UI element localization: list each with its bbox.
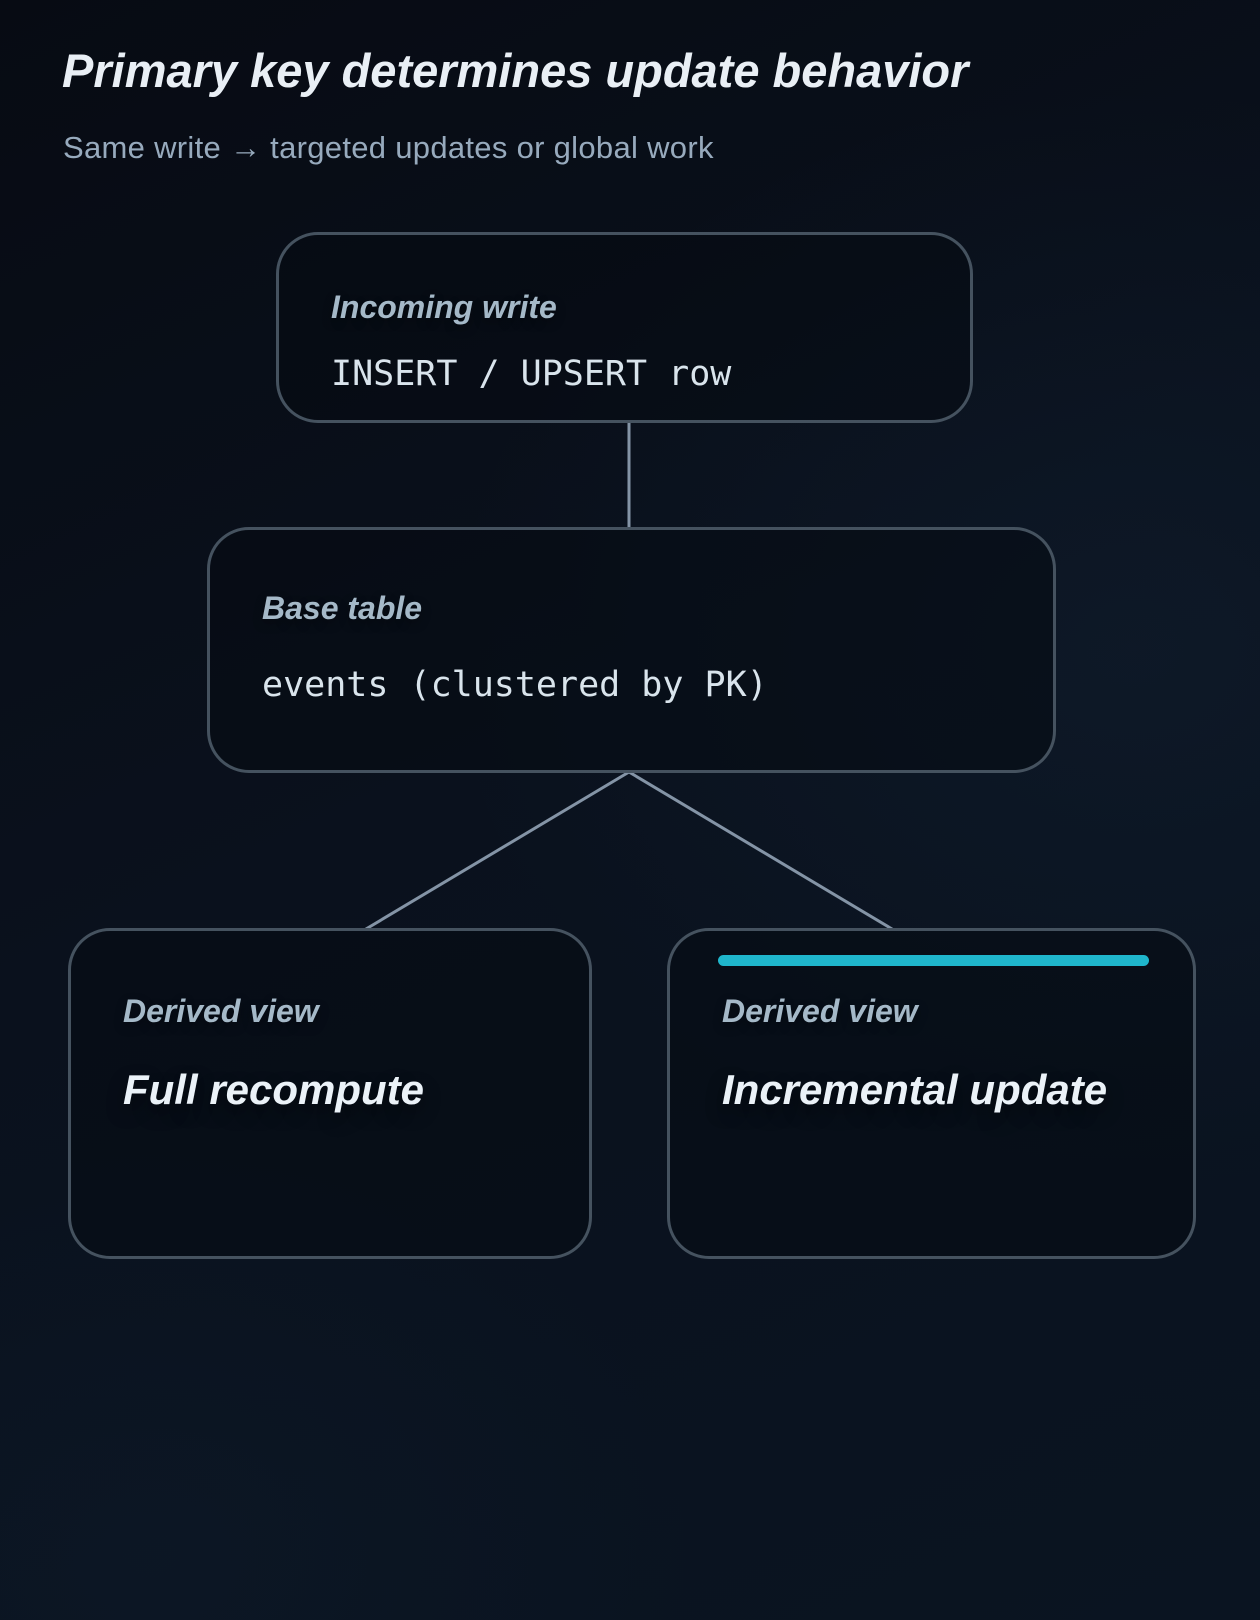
node-base-table-value: events (clustered by PK) bbox=[262, 665, 768, 705]
node-full-recompute-value: Full recompute bbox=[123, 1066, 425, 1113]
node-incremental-update-value: Incremental update bbox=[722, 1066, 1108, 1113]
page-title: Primary key determines update behavior bbox=[62, 44, 969, 97]
node-full-recompute-label: Derived view bbox=[123, 993, 319, 1029]
node-incoming-write-value: INSERT / UPSERT row bbox=[331, 354, 732, 394]
page-subtitle: Same write → targeted updates or global … bbox=[63, 130, 714, 165]
connector-base-to-full-recompute bbox=[364, 770, 631, 931]
connector-base-to-incremental-update bbox=[627, 770, 894, 931]
node-derived-view-incremental-update: Derived view Incremental update bbox=[667, 928, 1196, 1259]
node-incremental-update-label: Derived view bbox=[722, 993, 918, 1029]
node-incoming-write: Incoming write INSERT / UPSERT row bbox=[276, 232, 973, 423]
node-base-table: Base table events (clustered by PK) bbox=[207, 527, 1056, 773]
node-base-table-label: Base table bbox=[262, 590, 423, 626]
node-derived-view-full-recompute: Derived view Full recompute bbox=[68, 928, 592, 1259]
node-incoming-write-label: Incoming write bbox=[331, 289, 557, 325]
accent-bar bbox=[718, 955, 1149, 966]
